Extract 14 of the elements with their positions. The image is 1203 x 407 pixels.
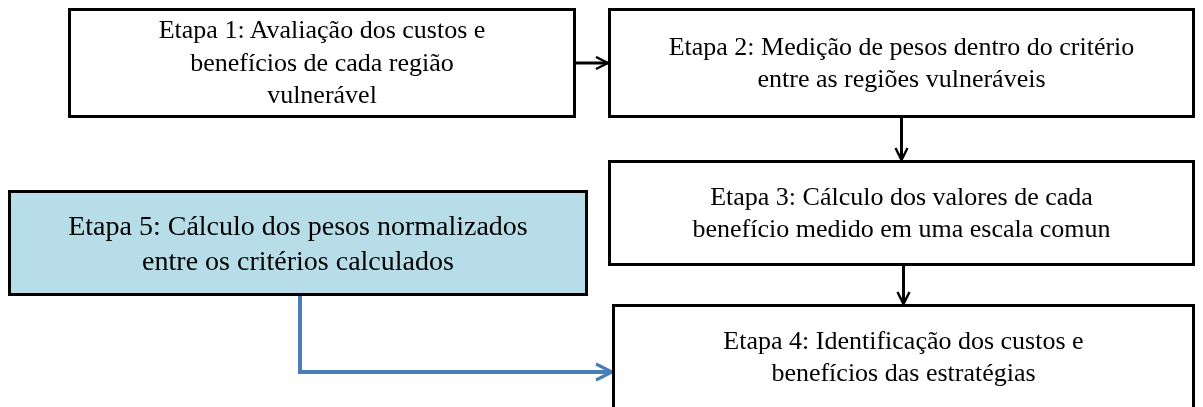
process-box [608, 160, 1195, 266]
step-text: Etapa 3: Cálculo dos valores de cada benefício medido em uma escala comun [691, 180, 1112, 245]
arrow [298, 296, 614, 382]
step-text: Etapa 4: Identificação dos custos e benefícios das estratégias [722, 324, 1085, 389]
process-box [612, 304, 1195, 407]
process-box [68, 8, 576, 118]
process-box [608, 8, 1195, 118]
step-text: Etapa 1: Avaliação dos custos e benefícios de cada região vulnerável [157, 14, 487, 112]
step-text: Etapa 2: Medição de pesos dentro do critério entre as regiões vulneráveis [667, 30, 1136, 95]
arrow [576, 55, 610, 71]
arrow [894, 118, 909, 162]
process-box [8, 190, 588, 296]
step-text: Etapa 5: Cálculo dos pesos normalizados entre os critérios calculados [67, 209, 529, 278]
arrow [896, 266, 911, 306]
